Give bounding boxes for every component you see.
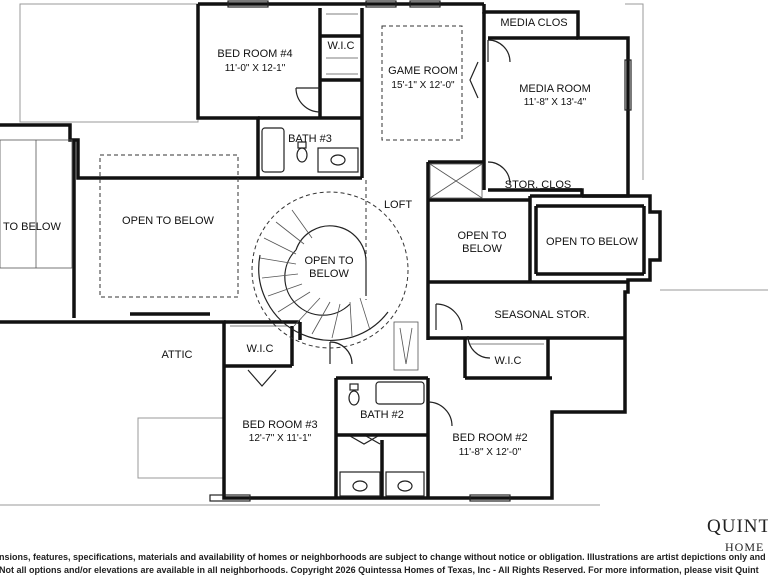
attic-name: ATTIC — [162, 349, 193, 361]
bed3-dims: 12'-7" X 11'-1" — [249, 433, 312, 444]
open-left-edge-name: TO BELOW — [3, 221, 61, 233]
game-name: GAME ROOM — [388, 65, 458, 77]
wic-left-name: W.I.C — [247, 343, 274, 355]
bath2-name: BATH #2 — [360, 409, 404, 421]
seasonal-name: SEASONAL STOR. — [494, 309, 589, 321]
door-swings — [247, 39, 511, 445]
windows — [209, 0, 632, 502]
stor-clos-name: STOR. CLOS — [505, 179, 571, 191]
disclaimer-line-2: . Not all options and/or elevations are … — [0, 565, 759, 575]
brand-logo-name: QUINT — [707, 516, 768, 537]
open-stair-line2: BELOW — [309, 268, 349, 280]
open-stair-line1: OPEN TO — [304, 255, 354, 267]
brand-logo-sub: HOME — [725, 540, 765, 554]
background-outlines — [0, 3, 768, 506]
open-mid-line2: BELOW — [462, 243, 502, 255]
bath3-name: BATH #3 — [288, 133, 332, 145]
wic-right-name: W.I.C — [495, 355, 522, 367]
media-name: MEDIA ROOM — [519, 83, 591, 95]
fixtures — [261, 127, 483, 497]
bed2-name: BED ROOM #2 — [452, 432, 527, 444]
media-clos-name: MEDIA CLOS — [500, 17, 567, 29]
loft-name: LOFT — [384, 199, 412, 211]
interior-walls — [130, 8, 646, 498]
bed2-dims: 11'-8" X 12'-0" — [459, 447, 522, 458]
media-dims: 11'-8" X 13'-4" — [524, 97, 587, 108]
wic-top-name: W.I.C — [328, 40, 355, 52]
bed3-name: BED ROOM #3 — [242, 419, 317, 431]
open-right-name: OPEN TO BELOW — [546, 236, 639, 248]
open-mid-line1: OPEN TO — [457, 230, 507, 242]
closet-shelves — [230, 13, 544, 345]
open-big-name: OPEN TO BELOW — [122, 215, 215, 227]
room-labels: BED ROOM #4 11'-0" X 12-1" W.I.C GAME RO… — [3, 17, 639, 458]
bed4-dims: 11'-0" X 12-1" — [225, 63, 286, 74]
spiral-staircase — [251, 191, 409, 349]
game-dims: 15'-1" X 12'-0" — [391, 80, 455, 91]
exterior-walls — [0, 2, 662, 500]
bed4-name: BED ROOM #4 — [217, 48, 292, 60]
disclaimer-line-1: ensions, features, specifications, mater… — [0, 552, 768, 562]
